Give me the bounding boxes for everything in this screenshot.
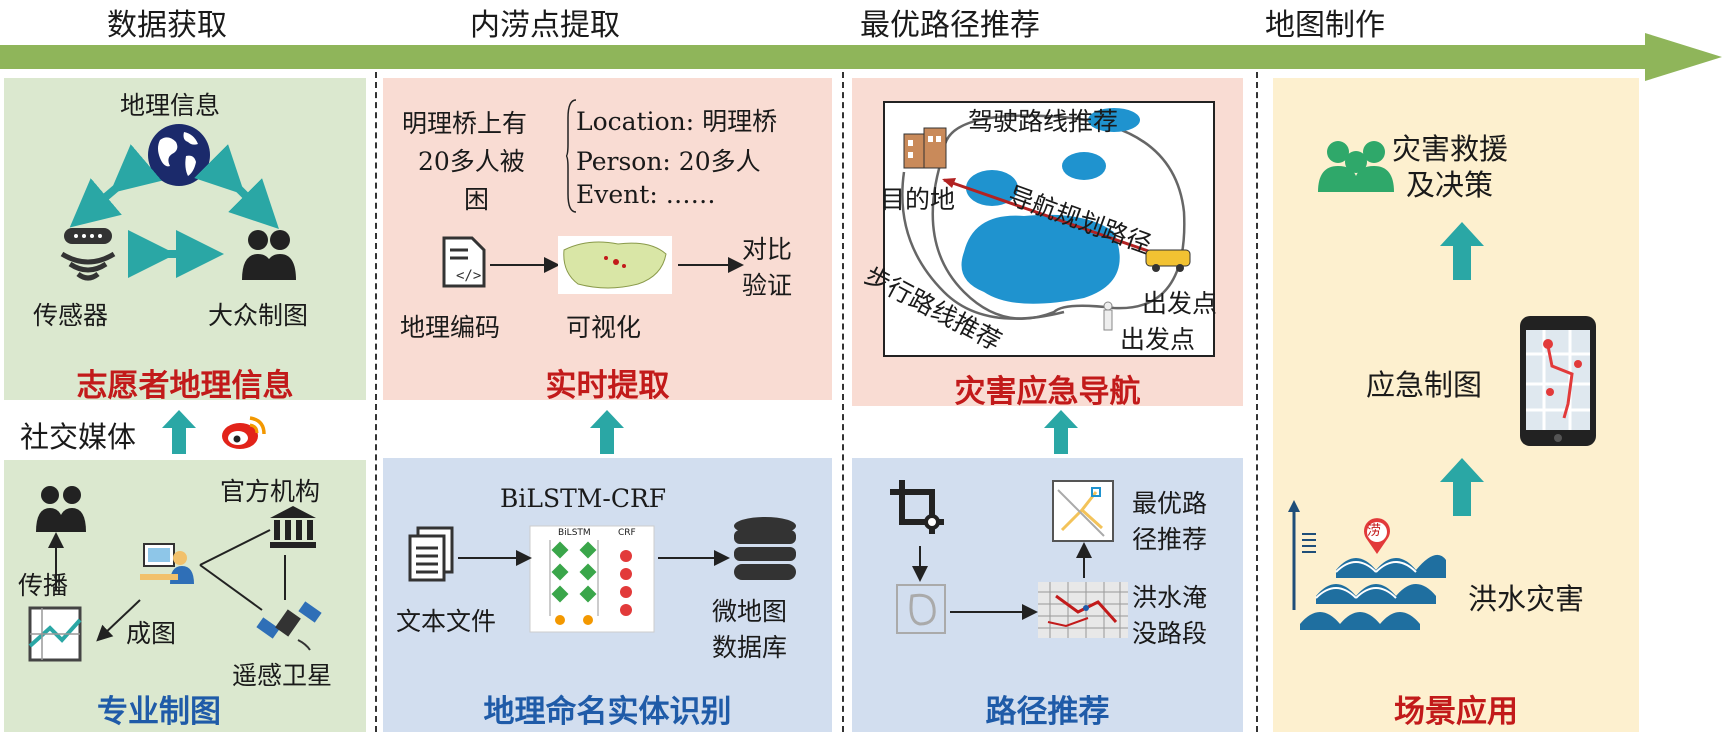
col2-bottom-arrows [458,550,730,566]
route-recommendation-caption: 路径推荐 [985,694,1110,730]
route-icon [1052,480,1114,542]
destination-label: 目的地 [880,185,956,214]
smartphone-map-icon [1520,316,1596,446]
timeline-arrow [0,33,1722,81]
satellite-label: 遥感卫星 [232,661,333,690]
spread-label: 传播 [18,571,69,600]
up-arrow-col1 [162,410,196,454]
vgi-caption: 志愿者地理信息 [76,368,294,404]
emergency-map-label: 应急制图 [1366,368,1483,402]
visualize-label: 可视化 [566,313,642,342]
compare-label-1: 对比 [742,235,793,264]
optimal-route-label-2: 径推荐 [1132,525,1208,554]
flood-waves-icon [1288,500,1446,630]
text-file-label: 文本文件 [396,607,497,636]
official-label: 官方机构 [220,477,321,506]
database-icon [734,517,796,580]
micro-db-label-1: 微地图 [712,597,788,626]
sentence-line-3: 困 [464,185,490,214]
bilstm-label: BiLSTM [558,528,591,538]
surveyor-icon [140,543,194,584]
geocode-icon: </> [442,236,486,288]
entity-brace [565,99,577,213]
sensor-icon [60,228,116,281]
rescue-label-1: 灾害救援 [1392,132,1509,166]
ner-caption: 地理命名实体识别 [483,694,732,730]
satellite-icon [256,601,322,651]
sensor-label: 传感器 [33,301,109,330]
header-map-making: 地图制作 [1265,8,1385,43]
visualization-map-thumbnail [558,236,672,294]
social-media-label: 社交媒体 [20,420,137,454]
col3-bottom-arrows [912,542,1092,620]
geo-info-label: 地理信息 [120,91,221,120]
scenario-application-caption: 场景应用 [1394,694,1518,730]
crowd-icon [242,230,296,280]
col1-lines [48,529,286,642]
start-label-1: 出发点 [1142,289,1218,318]
sentence-line-1: 明理桥上有 [402,109,528,138]
sensor-crowd-arrows [69,144,279,278]
separator-3 [1256,72,1258,732]
rescue-label-2: 及决策 [1406,168,1494,202]
institution-icon [270,506,316,548]
crowd-mapping-label: 大众制图 [208,301,309,330]
flooded-roads-map [1038,582,1128,638]
up-arrow-col2 [590,410,624,454]
crop-icon [890,480,944,534]
up-arrow-col4-bottom [1440,458,1484,516]
realtime-extraction-caption: 实时提取 [545,368,670,404]
professional-mapping-caption: 专业制图 [97,694,221,730]
entity-event: Event: …… [576,180,716,209]
geocode-label: 地理编码 [400,313,501,342]
header-waterlogging-extraction: 内涝点提取 [470,8,620,43]
drive-route-label: 驾驶路线推荐 [968,107,1119,136]
bilstm-crf-diagram [529,525,655,633]
micro-db-label-2: 数据库 [712,633,788,662]
up-arrow-col4-top [1440,222,1484,280]
col2-top-arrows [490,257,744,273]
separator-1 [375,72,377,732]
svg-text:</>: </> [456,268,481,284]
map-sheet-icon [28,606,82,662]
shape-icon [896,584,946,634]
flooded-roads-label-2: 没路段 [1132,619,1208,648]
separator-2 [842,72,844,732]
text-file-icon [408,526,454,582]
flood-marker-label: 涝 [1367,523,1381,539]
flood-marker-pin [1364,518,1390,554]
crf-label: CRF [618,528,636,538]
flood-disaster-label: 洪水灾害 [1468,582,1585,616]
compare-label-2: 验证 [742,271,793,300]
up-arrow-col3 [1044,410,1078,454]
start-label-2: 出发点 [1120,325,1196,354]
people-icon [36,486,86,532]
professional-mapping-panel [4,460,366,732]
header-data-acquisition: 数据获取 [107,8,227,43]
rescue-team-icon [1318,141,1394,192]
weibo-icon [222,416,266,449]
bilstm-crf-title: BiLSTM-CRF [500,484,667,513]
header-optimal-route: 最优路径推荐 [860,8,1040,43]
sentence-line-2: 20多人被 [418,147,525,176]
entity-person: Person: 20多人 [576,147,761,176]
mapping-label: 成图 [126,619,177,648]
flooded-roads-label-1: 洪水淹 [1132,583,1208,612]
entity-location: Location: 明理桥 [576,107,778,136]
emergency-navigation-caption: 灾害应急导航 [954,374,1141,410]
navigation-map [883,101,1215,357]
optimal-route-label-1: 最优路 [1132,489,1208,518]
